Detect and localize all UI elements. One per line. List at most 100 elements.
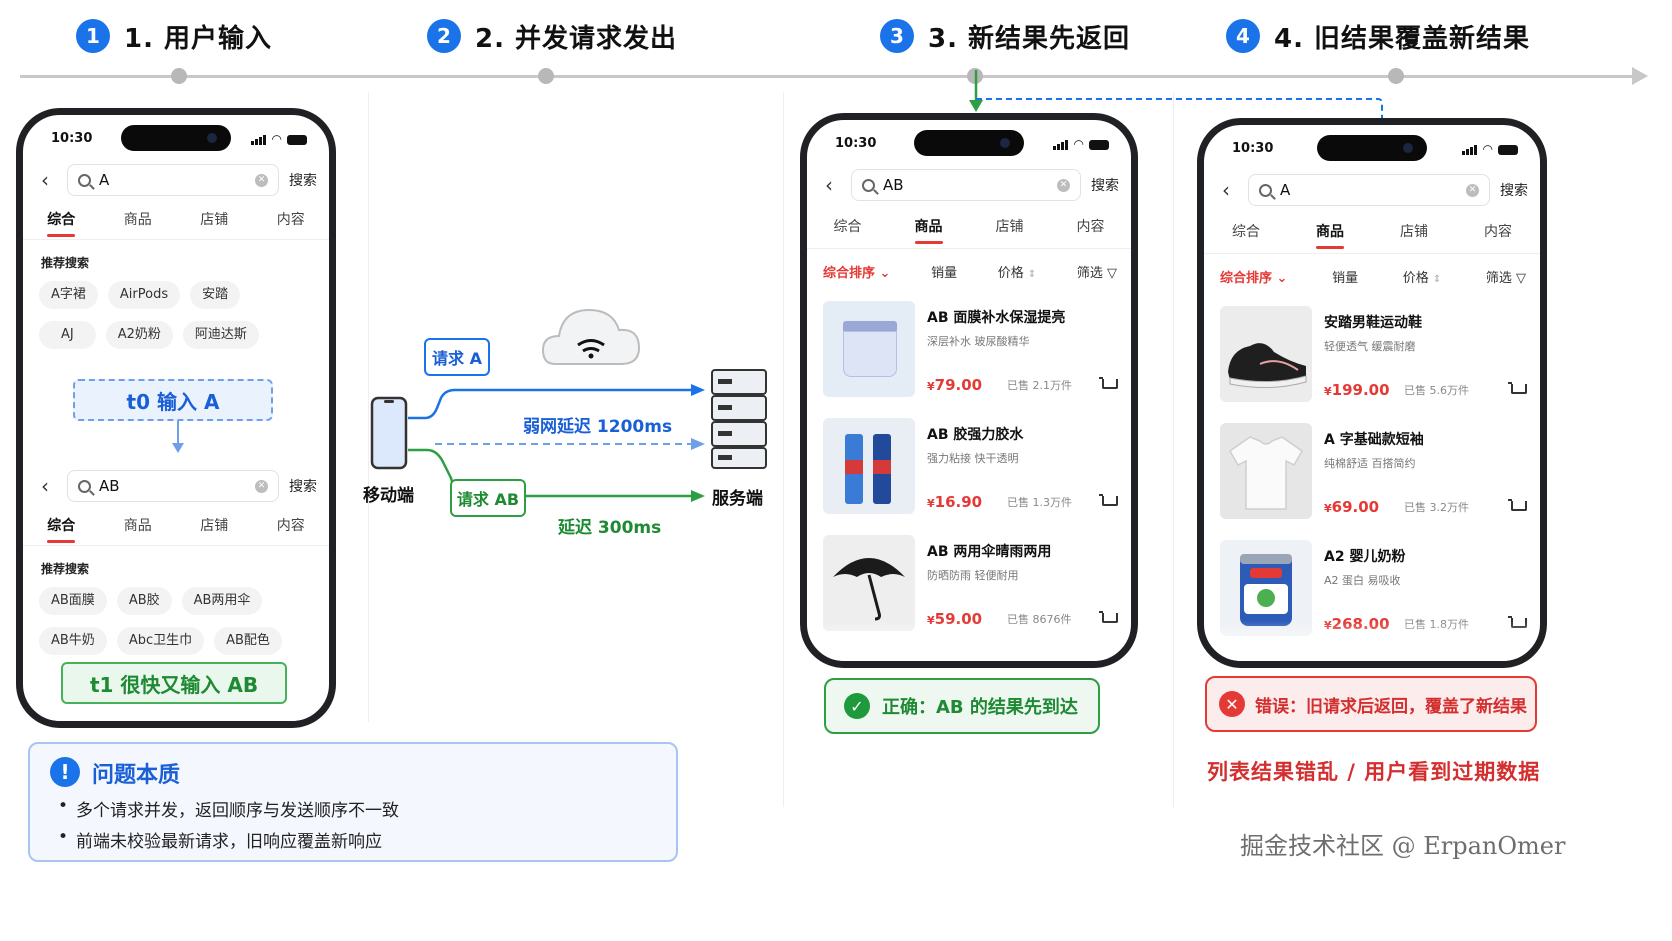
back-icon[interactable]: ‹ (41, 474, 49, 498)
tab-content[interactable]: 内容 (1484, 224, 1512, 240)
product-item[interactable]: AB 胶强力胶水 强力粘接 快干透明 ¥16.90 已售 1.3万件 (807, 410, 1131, 527)
search-input[interactable]: AB ✕ (851, 169, 1081, 201)
signal-icon (1052, 131, 1069, 150)
tab-all[interactable]: 综合 (1232, 224, 1260, 240)
tab-content[interactable]: 内容 (1076, 219, 1105, 235)
suggest-chip[interactable]: A字裙 (39, 281, 98, 309)
search-input[interactable]: A ✕ (1248, 174, 1490, 206)
tab-content[interactable]: 内容 (276, 212, 305, 228)
correct-result-box: ✓ 正确：AB 的结果先到达 (824, 678, 1100, 734)
tab-goods[interactable]: 商品 (123, 518, 152, 534)
currency: ¥ (927, 614, 935, 627)
divider (23, 545, 329, 546)
sort-bar: 综合排序 ⌄ 销量 价格 ⇕ 筛选 ▽ (807, 249, 1131, 293)
step-3-header: 3 3. 新结果先返回 (880, 15, 1130, 57)
product-item[interactable]: AB 面膜补水保湿提亮 深层补水 玻尿酸精华 ¥79.00 已售 2.1万件 (807, 293, 1131, 410)
sort-default[interactable]: 综合排序 ⌄ (1220, 267, 1287, 286)
divider (807, 248, 1131, 249)
back-icon[interactable]: ‹ (825, 173, 833, 197)
suggest-chip[interactable]: 安踏 (190, 281, 241, 309)
step-title: 1. 用户输入 (124, 23, 273, 54)
suggest-chip[interactable]: AB两用伞 (181, 587, 263, 615)
sort-filter[interactable]: 筛选 ▽ (1486, 267, 1526, 286)
product-item[interactable]: 安踏男鞋运动鞋 轻便透气 缓震耐磨 ¥199.00 已售 5.6万件 (1204, 298, 1540, 415)
product-item[interactable]: AB 两用伞晴雨两用 防晒防雨 轻便耐用 ¥59.00 已售 8676件 (807, 527, 1131, 644)
column-divider (783, 92, 784, 807)
tab-content[interactable]: 内容 (276, 518, 305, 534)
dynamic-island (1317, 135, 1427, 161)
search-icon (862, 178, 875, 192)
product-tags: 轻便透气 缓震耐磨 (1324, 340, 1416, 353)
cart-icon[interactable] (1508, 382, 1527, 398)
watermark: 掘金技术社区 @ ErpanOmer (1240, 832, 1566, 860)
suggest-chip[interactable]: AB牛奶 (39, 627, 107, 655)
sort-default[interactable]: 综合排序 ⌄ (823, 262, 890, 281)
search-input[interactable]: A ✕ (67, 164, 279, 196)
tab-shops[interactable]: 店铺 (1400, 224, 1428, 240)
sort-filter[interactable]: 筛选 ▽ (1077, 262, 1117, 281)
sort-sales[interactable]: 销量 (1332, 270, 1359, 286)
check-icon: ✓ (844, 693, 870, 719)
clear-icon[interactable]: ✕ (255, 173, 268, 187)
suggest-chip[interactable]: AB配色 (214, 627, 282, 655)
suggest-chip[interactable]: 阿迪达斯 (182, 321, 259, 349)
client-label: 移动端 (363, 486, 414, 506)
product-name: A 字基础款短袖 (1324, 432, 1424, 448)
sort-price[interactable]: 价格 ⇕ (1403, 267, 1442, 286)
clear-icon[interactable]: ✕ (1466, 183, 1479, 197)
search-button[interactable]: 搜索 (289, 173, 317, 189)
cart-icon[interactable] (1099, 377, 1118, 393)
sort-price-label: 价格 (997, 265, 1024, 281)
tab-goods[interactable]: 商品 (1308, 221, 1352, 249)
wifi-icon: ◠ (1073, 137, 1084, 151)
product-image-milk-powder (1220, 540, 1312, 636)
suggest-chip[interactable]: A2奶粉 (105, 321, 173, 349)
suggest-chip[interactable]: Abc卫生巾 (116, 627, 205, 655)
timeline-arrow-icon (1632, 67, 1648, 85)
cloud-icon (541, 308, 641, 365)
search-button[interactable]: 搜索 (1500, 183, 1528, 199)
tab-shops[interactable]: 店铺 (200, 518, 229, 534)
suggest-chip[interactable]: AirPods (107, 281, 181, 309)
back-icon[interactable]: ‹ (41, 168, 49, 192)
error-consequence: 列表结果错乱 / 用户看到过期数据 (1207, 760, 1541, 784)
tab-shops[interactable]: 店铺 (200, 212, 229, 228)
search-button[interactable]: 搜索 (289, 479, 317, 495)
clear-icon[interactable]: ✕ (1057, 178, 1070, 192)
product-item[interactable]: A 字基础款短袖 纯棉舒适 百搭简约 ¥69.00 已售 3.2万件 (1204, 415, 1540, 532)
price-value: 16.90 (934, 493, 983, 511)
sort-sales[interactable]: 销量 (931, 265, 958, 281)
tab-shops[interactable]: 店铺 (995, 219, 1024, 235)
clear-icon[interactable]: ✕ (255, 479, 268, 493)
tab-goods[interactable]: 商品 (907, 216, 951, 244)
sort-default-label: 综合排序 (1220, 270, 1273, 286)
server-label: 服务端 (712, 489, 763, 509)
phone-step-4: 10:30 ◠ ‹ A ✕ 搜索 综合 商品 店铺 内容 综合排序 ⌄ 销量 价… (1197, 118, 1547, 668)
product-image-glue (823, 418, 915, 514)
suggest-chip[interactable]: AB胶 (116, 587, 172, 615)
product-bottom: ¥199.00 已售 5.6万件 (1324, 381, 1527, 399)
search-button[interactable]: 搜索 (1091, 178, 1119, 194)
cart-icon[interactable] (1099, 494, 1118, 510)
transition-area: t0 输入 A (23, 361, 329, 467)
suggest-chip[interactable]: AJ (39, 321, 96, 349)
recommend-title: 推荐搜索 (41, 562, 90, 576)
battery-icon (1089, 140, 1109, 150)
product-name: AB 面膜补水保湿提亮 (927, 310, 1066, 326)
search-query: A (99, 171, 110, 189)
cart-icon[interactable] (1508, 499, 1527, 515)
sort-price[interactable]: 价格 ⇕ (998, 262, 1037, 281)
search-input[interactable]: AB ✕ (67, 470, 279, 502)
status-time: 10:30 (1232, 141, 1274, 156)
tab-all[interactable]: 综合 (39, 515, 83, 543)
tab-all[interactable]: 综合 (833, 219, 862, 235)
product-price: ¥16.90 (927, 493, 995, 511)
status-time: 10:30 (51, 131, 93, 146)
down-arrow-icon (172, 421, 184, 453)
suggest-chip[interactable]: AB面膜 (39, 587, 107, 615)
product-sold: 已售 2.1万件 (1007, 379, 1072, 392)
tab-all[interactable]: 综合 (39, 209, 83, 237)
product-sold: 已售 1.3万件 (1007, 496, 1072, 509)
back-icon[interactable]: ‹ (1222, 178, 1230, 202)
tab-goods[interactable]: 商品 (123, 212, 152, 228)
